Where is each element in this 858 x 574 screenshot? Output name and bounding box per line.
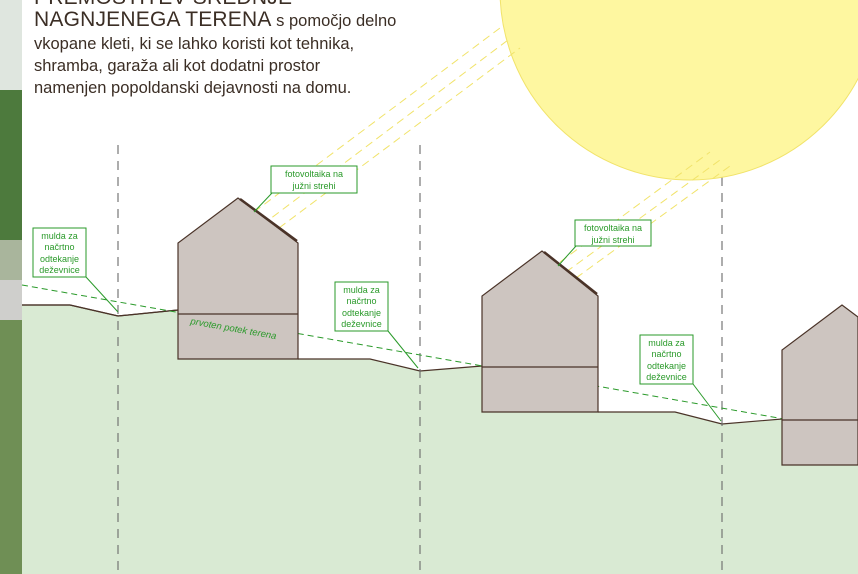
ground-fill — [22, 305, 782, 574]
label-mulda-3-line1: mulda za — [648, 338, 685, 348]
house-3 — [781, 304, 858, 466]
terrain-profile — [22, 304, 783, 425]
heading-line-2-caps: NAGNJENEGA TERENA — [34, 8, 272, 31]
heading-line-2-rest: s pomočjo delno — [271, 12, 397, 30]
heading-line-2: NAGNJENEGA TERENA s pomočjo delno — [34, 9, 504, 33]
label-mulda-3-line3: odtekanje — [647, 361, 686, 371]
label-mulda-1-line4: deževnice — [39, 265, 80, 275]
heading-line-3: vkopane kleti, ki se lahko koristi kot t… — [34, 35, 355, 53]
label-pv-2: fotovoltaika na južni strehi — [574, 219, 652, 247]
label-mulda-1: mulda za načrtno odtekanje deževnice — [32, 227, 87, 278]
label-mulda-3-line2: načrtno — [651, 349, 681, 359]
label-mulda-3-line4: deževnice — [646, 372, 687, 382]
sun — [499, 0, 858, 181]
label-mulda-2-line4: deževnice — [341, 319, 382, 329]
label-mulda-1-line1: mulda za — [41, 231, 78, 241]
heading-line-1: PREMOSTITEV SREDNJE — [34, 0, 504, 9]
label-mulda-2: mulda za načrtno odtekanje deževnice — [334, 281, 389, 332]
leader-lines — [85, 192, 722, 422]
label-pv-1: fotovoltaika na južni strehi — [270, 165, 358, 194]
label-pv-1-line1: fotovoltaika na — [285, 169, 343, 179]
label-pv-1-line2: južni strehi — [291, 181, 335, 191]
label-pv-2-line1: fotovoltaika na — [584, 223, 642, 233]
pv-panel-1 — [239, 197, 298, 243]
house-1 — [177, 197, 299, 360]
label-mulda-2-line3: odtekanje — [342, 308, 381, 318]
heading-line-5: namenjen popoldanski dejavnosti na domu. — [34, 79, 352, 97]
label-mulda-1-line3: odtekanje — [40, 254, 79, 264]
label-mulda-2-line1: mulda za — [343, 285, 380, 295]
label-mulda-1-line2: načrtno — [44, 242, 74, 252]
original-terrain-line — [21, 284, 858, 433]
label-mulda-2-line2: načrtno — [346, 296, 376, 306]
heading-block: PREMOSTITEV SREDNJE NAGNJENEGA TERENA s … — [34, 0, 504, 99]
heading-line-4: shramba, garaža ali kot dodatni prostor — [34, 57, 321, 75]
label-mulda-3: mulda za načrtno odtekanje deževnice — [639, 334, 694, 385]
pv-panel-2 — [543, 251, 598, 295]
label-pv-2-line2: južni strehi — [590, 235, 634, 245]
vertical-grid-lines — [117, 145, 723, 574]
house-2 — [481, 250, 599, 413]
landscape-photo-strip — [0, 0, 22, 574]
